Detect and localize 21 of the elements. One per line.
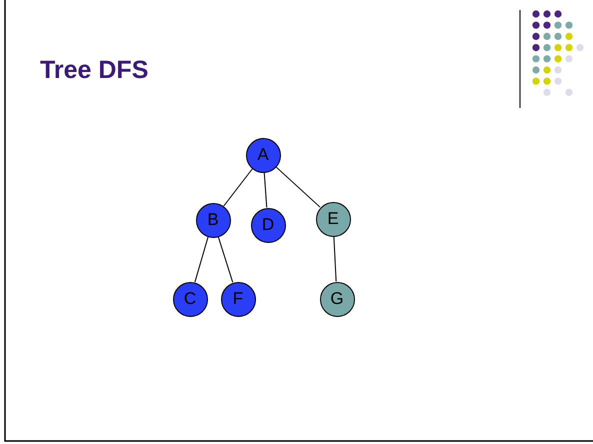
tree-edge <box>333 236 337 282</box>
node-label: E <box>327 209 339 229</box>
node-label: D <box>262 215 274 235</box>
node-label: G <box>330 289 344 309</box>
slide-title: Tree DFS <box>40 56 148 85</box>
tree-node-circle <box>316 202 350 236</box>
tree-edge <box>194 236 209 283</box>
tree-node-circle <box>246 138 280 172</box>
node-label: A <box>257 145 269 165</box>
node-label: B <box>207 210 219 230</box>
tree-node-circle <box>250 208 286 242</box>
node-label: F <box>232 289 244 309</box>
tree-node-circle <box>320 282 354 316</box>
tree-edge <box>223 168 253 207</box>
tree-node-circle <box>196 202 230 238</box>
tree-edge <box>264 172 268 208</box>
tree-node-circle <box>172 282 208 316</box>
tree-edge <box>275 166 321 208</box>
node-label: C <box>184 289 196 309</box>
tree-node-circle <box>220 282 256 316</box>
tree-edge <box>218 236 234 283</box>
